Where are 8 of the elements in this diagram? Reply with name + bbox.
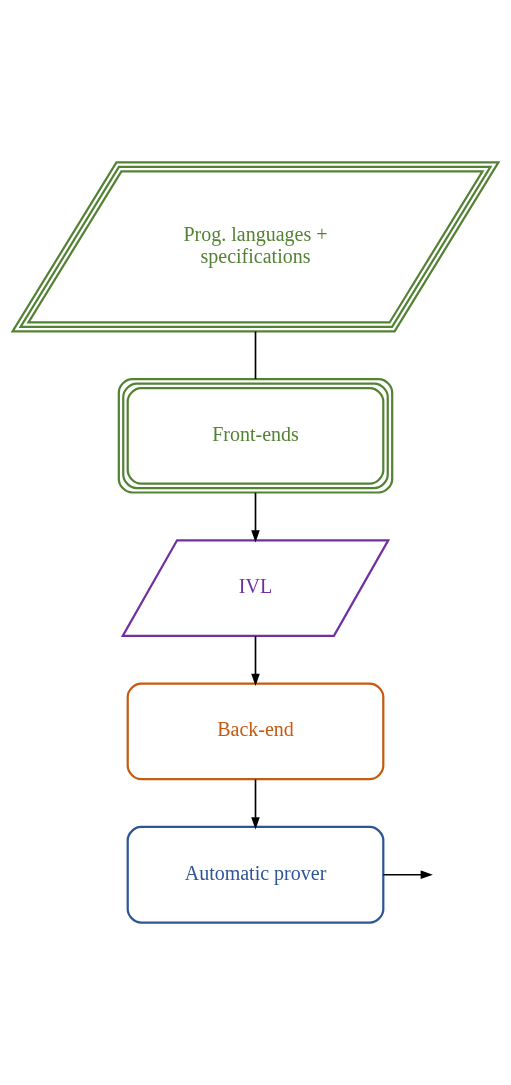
node-box: Automatic prover xyxy=(126,825,385,924)
node-box: Back-end xyxy=(126,682,385,781)
arrow xyxy=(251,778,260,830)
arrow xyxy=(251,491,260,543)
arrow xyxy=(251,635,260,687)
connector xyxy=(254,330,257,380)
node-box: Front-ends xyxy=(117,378,394,494)
arrow xyxy=(382,870,433,880)
